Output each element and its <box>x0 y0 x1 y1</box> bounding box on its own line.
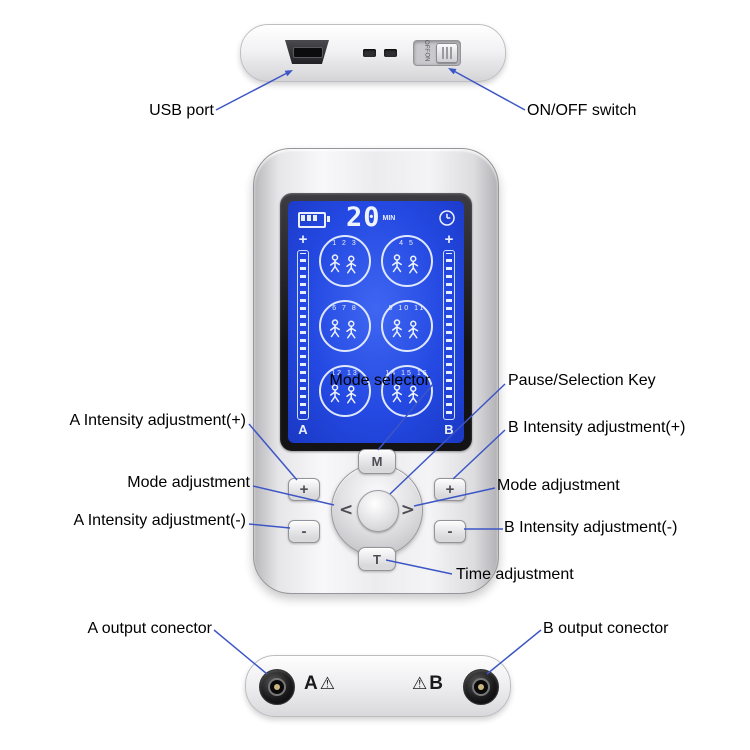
usb-port-label: USB port <box>149 102 214 119</box>
switch-knob <box>436 43 458 63</box>
callout-mode-selector: Mode selector <box>329 372 431 389</box>
on-off-switch: OFF ON <box>413 40 461 66</box>
b-intensity-plus-button: + <box>434 478 466 501</box>
mode-numbers: 9 10 11 <box>388 305 426 312</box>
usb-slot <box>293 47 323 58</box>
vent-slot <box>384 49 397 57</box>
callout-b-intensity-minus: B Intensity adjustment(-) <box>504 519 678 536</box>
mode-icon-circle: 1 2 3 <box>319 235 371 287</box>
a-letter: A <box>304 673 318 694</box>
callout-b-output-connector: B output conector <box>543 620 669 637</box>
usb-port <box>285 40 329 64</box>
a-intensity-minus-button: - <box>288 520 320 543</box>
timer-unit: MIN <box>382 215 396 222</box>
mode-icon-circle: 4 5 <box>381 235 433 287</box>
output-jack-a <box>259 669 295 705</box>
time-button: T <box>358 547 396 571</box>
channel-b-mark: ⚠ B <box>412 673 443 695</box>
timer-value: 20 <box>346 202 381 233</box>
on-off-switch-label: ON/OFF switch <box>527 102 637 119</box>
mode-icon-circle: 6 7 8 <box>319 300 371 352</box>
intensity-column-b: + B <box>438 231 460 437</box>
warning-icon: ⚠ <box>412 674 428 694</box>
channel-a-mark: A ⚠ <box>304 673 335 695</box>
mode-selector-button: M <box>358 449 396 474</box>
mode-numbers: 14 15 16 <box>385 370 429 377</box>
warning-icon: ⚠ <box>319 674 335 694</box>
callout-time-adjustment: Time adjustment <box>456 566 574 583</box>
battery-level <box>301 215 319 221</box>
b-plus-symbol: + <box>444 231 454 248</box>
mode-numbers: 1 2 3 <box>332 240 358 247</box>
mode-grid: 1 2 3 4 5 6 7 8 9 10 11 <box>316 235 436 437</box>
pause-selection-button <box>357 490 399 532</box>
jack-pin <box>274 684 280 690</box>
device-top-view: OFF ON <box>240 24 506 82</box>
output-jack-b <box>463 669 499 705</box>
callout-a-intensity-minus: A Intensity adjustment(-) <box>73 512 246 529</box>
b-intensity-minus-button: - <box>434 520 466 543</box>
mode-icon-circle: 12 13 <box>319 365 371 417</box>
callout-a-output-connector: A output conector <box>87 620 212 637</box>
clock-icon <box>439 210 455 226</box>
a-intensity-plus-button: + <box>288 478 320 501</box>
b-letter: B <box>429 673 443 694</box>
selection-wheel: < > <box>331 464 423 556</box>
battery-icon <box>298 212 330 228</box>
channel-a-letter: A <box>298 422 308 437</box>
callout-mode-adjustment-right: Mode adjustment <box>497 477 620 494</box>
mode-numbers: 12 13 <box>331 370 359 377</box>
switch-on-text: ON <box>423 52 430 62</box>
switch-off-text: OFF <box>423 40 429 52</box>
a-plus-symbol: + <box>298 231 308 248</box>
intensity-column-a: + A <box>292 231 314 437</box>
mode-numbers: 4 5 <box>399 240 415 247</box>
callout-pause-selection-key: Pause/Selection Key <box>508 372 656 389</box>
jack-pin <box>478 684 484 690</box>
callout-b-intensity-plus: B Intensity adjustment(+) <box>508 419 686 436</box>
vent-slot <box>363 49 376 57</box>
mode-numbers: 6 7 8 <box>332 305 358 312</box>
callout-mode-adjustment-left: Mode adjustment <box>127 474 250 491</box>
intensity-bars-b <box>443 250 455 420</box>
mode-right-arrow: > <box>400 500 415 520</box>
channel-b-letter: B <box>444 422 454 437</box>
callout-a-intensity-plus: A Intensity adjustment(+) <box>69 412 246 429</box>
intensity-bars-a <box>297 250 309 420</box>
mode-left-arrow: < <box>339 500 354 520</box>
device-bottom-view: A ⚠ ⚠ B <box>245 655 511 717</box>
mode-icon-circle: 9 10 11 <box>381 300 433 352</box>
